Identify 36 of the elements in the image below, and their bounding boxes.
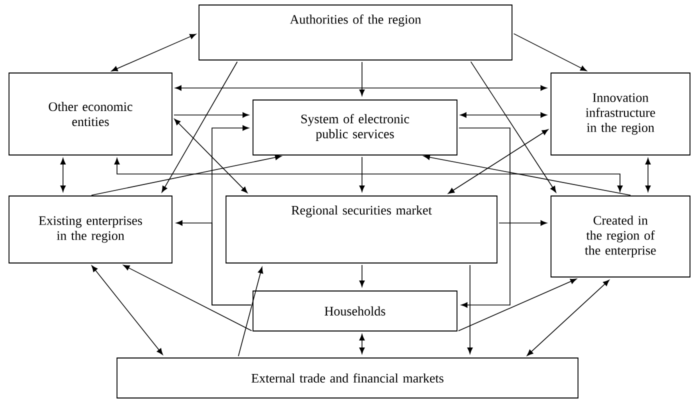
arrow: [123, 264, 252, 332]
arrow: [467, 264, 473, 354]
arrow: [92, 265, 163, 355]
arrow: [526, 280, 610, 356]
process-box: External trade and financial markets: [116, 358, 578, 398]
arrow: [174, 112, 249, 118]
arrow: [359, 264, 365, 287]
arrow: [359, 156, 365, 192]
process-box: System of electronic public services: [252, 100, 458, 156]
arrow: [458, 278, 577, 332]
arrow: [114, 158, 623, 192]
process-box: Innovation infrastructure in the region: [550, 72, 690, 156]
arrow: [174, 118, 248, 194]
arrow: [162, 61, 238, 192]
arrow: [176, 220, 252, 306]
arrow: [60, 158, 66, 192]
process-box: Other economic entities: [8, 72, 172, 156]
arrow: [175, 85, 547, 91]
arrow: [448, 129, 548, 194]
arrow: [111, 34, 196, 72]
arrow: [513, 33, 587, 72]
arrow: [91, 154, 282, 196]
arrow: [238, 266, 264, 356]
process-box: Households: [252, 290, 458, 332]
arrow: [498, 220, 547, 226]
arrow: [359, 62, 365, 96]
arrow: [460, 112, 547, 118]
arrow: [470, 61, 556, 193]
arrow: [645, 158, 651, 192]
arrow: [458, 128, 510, 308]
arrow: [359, 334, 365, 354]
process-box: Regional securities market: [226, 196, 498, 264]
process-box: Created in the region of the enterprise: [550, 196, 690, 278]
process-box: Authorities of the region: [198, 4, 512, 60]
process-box: Existing enterprises in the region: [8, 196, 172, 264]
arrow: [424, 154, 631, 196]
